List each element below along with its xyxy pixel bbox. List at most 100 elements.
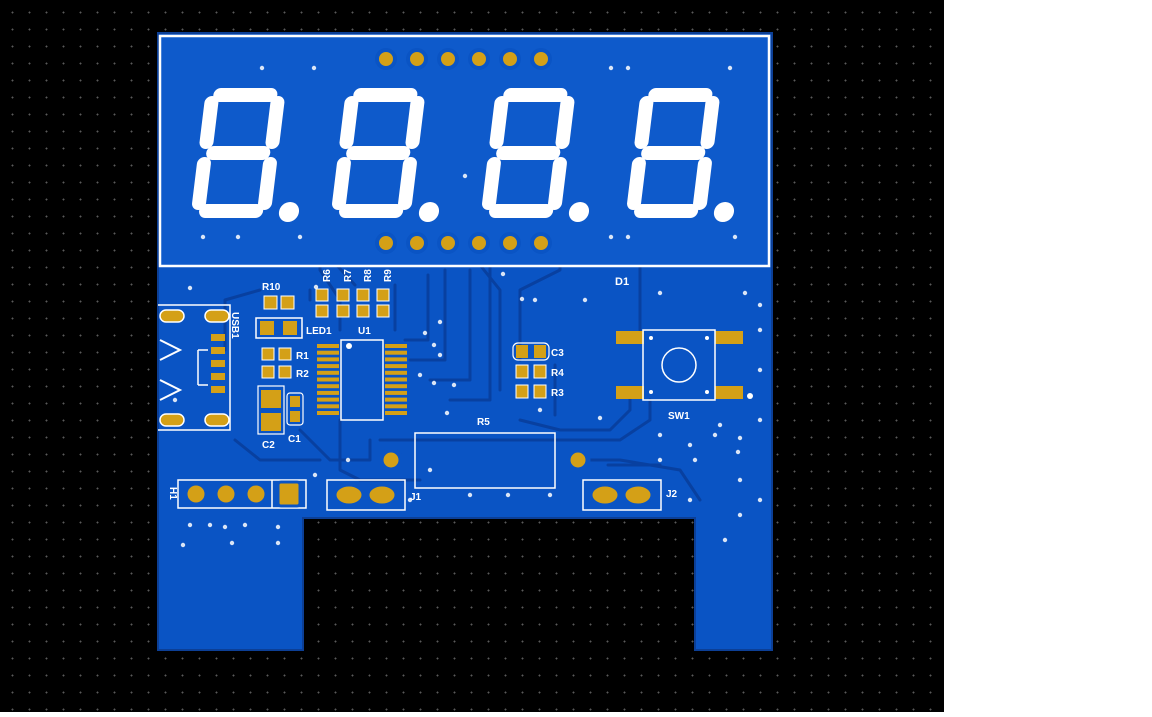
label-j2: J2 bbox=[666, 489, 678, 500]
label-d1: D1 bbox=[615, 276, 629, 288]
led1[interactable]: LED1 bbox=[255, 317, 332, 339]
resistor-r1[interactable]: R1 bbox=[261, 347, 309, 362]
segment bbox=[627, 157, 646, 210]
resistor-r6[interactable]: R6 bbox=[315, 269, 333, 318]
via bbox=[687, 442, 693, 448]
via bbox=[717, 422, 723, 428]
resistor-r7[interactable]: R7 bbox=[336, 269, 354, 318]
via bbox=[737, 477, 743, 483]
label-r5: R5 bbox=[477, 417, 490, 428]
via bbox=[172, 397, 178, 403]
segment bbox=[213, 88, 278, 102]
via bbox=[737, 512, 743, 518]
label-r7: R7 bbox=[343, 269, 354, 282]
capacitor-c3[interactable]: C3 bbox=[512, 342, 564, 361]
capacitor-c2[interactable]: C2 bbox=[257, 385, 285, 451]
via bbox=[275, 524, 281, 530]
label-usb1: USB1 bbox=[229, 312, 240, 339]
ic-pin bbox=[317, 390, 339, 395]
segment bbox=[206, 146, 271, 160]
segment bbox=[489, 96, 509, 149]
via bbox=[345, 457, 351, 463]
resistor-r3[interactable]: R3 bbox=[515, 384, 564, 399]
label-u1: U1 bbox=[358, 326, 371, 337]
label-r6: R6 bbox=[322, 269, 333, 282]
display-digit-3 bbox=[482, 88, 590, 222]
potentiometer-r5[interactable]: R5 bbox=[378, 417, 591, 489]
label-c1: C1 bbox=[288, 434, 301, 445]
via bbox=[235, 234, 241, 240]
ic-pin bbox=[385, 370, 407, 375]
resistor-r10[interactable]: R10 bbox=[262, 282, 295, 310]
resistor-r8[interactable]: R8 bbox=[356, 269, 374, 318]
display-pins bbox=[375, 48, 552, 254]
segment bbox=[641, 146, 706, 160]
via bbox=[417, 372, 423, 378]
segment bbox=[398, 157, 417, 210]
via bbox=[608, 65, 614, 71]
decimal-point bbox=[278, 202, 300, 222]
via bbox=[547, 492, 553, 498]
via bbox=[500, 271, 506, 277]
resistor-r4[interactable]: R4 bbox=[515, 364, 564, 379]
display-pin bbox=[530, 48, 552, 70]
ic-pin bbox=[385, 377, 407, 382]
ic-pin bbox=[317, 344, 339, 348]
ic-pin bbox=[317, 384, 339, 389]
via bbox=[200, 234, 206, 240]
via bbox=[311, 65, 317, 71]
via bbox=[259, 65, 265, 71]
pcb-layout: D1 R6 R7 R8 R9 R10 L bbox=[157, 32, 773, 651]
ic-pin bbox=[385, 411, 407, 415]
capacitor-c1[interactable]: C1 bbox=[286, 392, 304, 445]
via bbox=[757, 327, 763, 333]
display-pin bbox=[406, 232, 428, 254]
via bbox=[657, 290, 663, 296]
via bbox=[313, 284, 319, 290]
via bbox=[180, 542, 186, 548]
via bbox=[519, 296, 525, 302]
segment bbox=[346, 146, 411, 160]
display-pin bbox=[468, 48, 490, 70]
segment bbox=[192, 157, 211, 210]
via bbox=[757, 417, 763, 423]
via bbox=[467, 492, 473, 498]
label-r2: R2 bbox=[296, 369, 309, 380]
segment bbox=[199, 96, 219, 149]
via bbox=[437, 319, 443, 325]
via bbox=[722, 537, 728, 543]
via bbox=[207, 522, 213, 528]
resistor-r9[interactable]: R9 bbox=[376, 269, 394, 318]
connector-j2[interactable]: J2 bbox=[582, 479, 678, 511]
via bbox=[757, 302, 763, 308]
display-pin bbox=[437, 232, 459, 254]
ic-pin bbox=[317, 350, 339, 355]
via bbox=[422, 330, 428, 336]
via bbox=[431, 342, 437, 348]
via bbox=[462, 173, 468, 179]
vias bbox=[172, 65, 763, 548]
resistor-r2[interactable]: R2 bbox=[261, 365, 309, 380]
via bbox=[187, 522, 193, 528]
ic-pin bbox=[385, 344, 407, 348]
seven-segment-display bbox=[158, 34, 771, 268]
segment bbox=[405, 96, 425, 149]
usb-connector[interactable]: USB1 bbox=[158, 304, 240, 431]
label-c3: C3 bbox=[551, 348, 564, 359]
via bbox=[505, 492, 511, 498]
via bbox=[735, 449, 741, 455]
header-h1[interactable]: H1 bbox=[167, 479, 307, 509]
segment bbox=[693, 157, 712, 210]
segment bbox=[648, 88, 713, 102]
ic-pin bbox=[317, 404, 339, 409]
label-sw1: SW1 bbox=[668, 411, 690, 422]
via bbox=[657, 432, 663, 438]
via bbox=[597, 415, 603, 421]
via bbox=[732, 234, 738, 240]
switch-sw1[interactable]: SW1 bbox=[616, 329, 753, 422]
connector-j1[interactable]: J1 bbox=[326, 479, 422, 511]
ic-u1[interactable]: U1 bbox=[317, 326, 407, 421]
resistor-array-r6-r9: R6 R7 R8 R9 bbox=[315, 269, 394, 318]
display-pin bbox=[499, 48, 521, 70]
via bbox=[537, 407, 543, 413]
